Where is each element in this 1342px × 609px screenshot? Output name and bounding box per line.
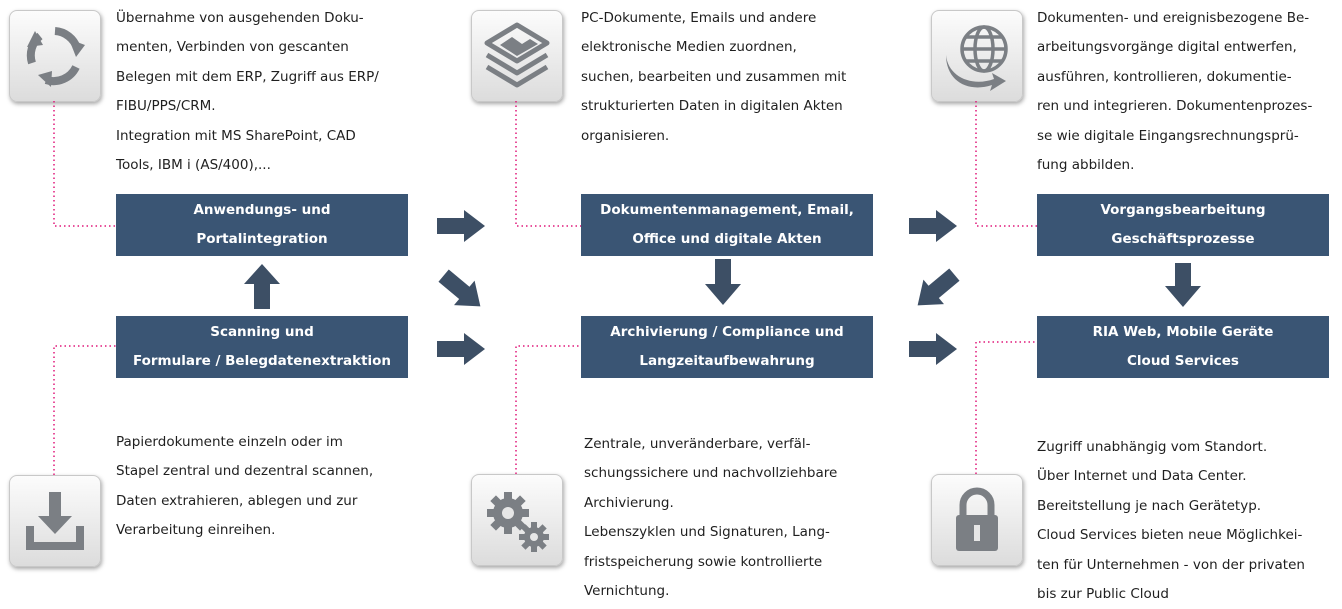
description-line: ten für Unternehmen - von der privaten [1037,556,1305,573]
description-line: schungssichere und nachvollziehbare [584,465,838,482]
node-label-line: Anwendungs- und [193,202,331,218]
description-line: elektronische Medien zuordnen, [581,39,797,56]
globe-arrow-icon [946,25,1008,91]
node-label-line: Langzeitaufbewahrung [639,353,815,369]
description-line: Verarbeitung einreihen. [116,522,276,539]
description-line: Lebenszyklen und Signaturen, Lang- [584,524,830,541]
icon-tile-workflow [931,10,1023,102]
node-label-line: RIA Web, Mobile Geräte [1092,324,1274,340]
padlock-icon [956,487,998,551]
recycle-arrows-icon [26,27,85,87]
description-line: Vernichtung. [584,583,670,600]
description-line: Tools, IBM i (AS/400),... [116,157,271,174]
arrow-right-scanning-to-archive [437,333,485,365]
arrow-right-dms-to-workflow [909,210,957,242]
node-scanning: Scanning und Formulare / Belegdatenextra… [116,316,408,378]
description-dms: PC-Dokumente, Emails und andere elektron… [581,4,881,151]
node-label-line: Formulare / Belegdatenextraktion [132,353,392,369]
description-line: Stapel zentral und dezentral scannen, [116,463,374,480]
description-line: Über Internet und Data Center. [1037,468,1247,485]
node-archiving: Archivierung / Compliance und Langzeitau… [581,316,873,378]
arrow-down-workflow-to-ria [1165,263,1201,307]
description-line: bis zur Public Cloud [1037,586,1169,603]
icon-tile-archive [471,474,563,566]
connector-archive [515,345,581,474]
arrow-diag-portal-to-archive [438,269,481,307]
description-line: Cloud Services bieten neue Möglichkei- [1037,527,1303,544]
description-line: Bereitstellung je nach Gerätetyp. [1037,497,1262,514]
arrow-right-portal-to-dms [437,210,485,242]
node-ria-cloud: RIA Web, Mobile Geräte Cloud Services [1037,316,1329,378]
node-workflow: Vorgangsbearbeitung Geschäftsprozesse [1037,194,1329,256]
description-line: fung abbilden. [1037,157,1135,174]
description-line: se wie digitale Eingangsrechnungsprü- [1037,127,1299,144]
description-line: Belegen mit dem ERP, Zugriff aus ERP/ [116,68,379,85]
node-label-line: Archivierung / Compliance und [610,324,844,340]
description-archive: Zentrale, unveränderbare, verfäl- schung… [584,430,884,606]
node-portal-integration: Anwendungs- und Portalintegration [116,194,408,256]
description-workflow: Dokumenten- und ereignisbezogene Be- arb… [1037,4,1337,180]
description-line: organisieren. [581,127,670,144]
description-line: Dokumenten- und ereignisbezogene Be- [1037,10,1310,26]
description-line: Archivierung. [584,494,674,511]
description-line: ren und integrieren. Dokumentenprozes- [1037,98,1313,115]
node-label-line: Geschäftsprozesse [1111,231,1255,247]
node-label-line: Vorgangsbearbeitung [1100,202,1266,218]
description-line: Übernahme von ausgehenden Doku- [116,10,364,26]
description-line: Zentrale, unveränderbare, verfäl- [584,436,811,452]
description-line: ausführen, kontrollieren, dokumentie- [1037,68,1292,85]
description-line: Zugriff unabhängig vom Standort. [1037,439,1268,455]
connector-portal [53,101,116,227]
layers-icon [484,22,550,88]
connector-ria [975,341,1037,474]
description-line: arbeitungsvorgänge digital entwerfen, [1037,39,1297,56]
description-line: fristspeicherung sowie kontrollierte [584,553,823,570]
icon-tile-dms [471,10,563,102]
icon-tile-scanning [9,475,101,567]
icon-tile-ria [931,474,1023,566]
icon-tile-portal [9,10,101,102]
description-line: FIBU/PPS/CRM. [116,98,216,115]
node-label-line: Portalintegration [196,231,328,247]
description-line: Papierdokumente einzeln oder im [116,434,343,450]
node-label-line: Cloud Services [1127,353,1239,369]
gears-icon [487,492,549,552]
arrow-down-dms-to-archive [705,259,741,305]
description-line: Daten extrahieren, ablegen und zur [116,492,358,509]
description-line: strukturierten Daten in digitalen Akten [581,98,843,115]
node-label-line: Office und digitale Akten [632,231,822,247]
download-tray-icon [26,492,84,550]
description-line: Integration mit MS SharePoint, CAD [116,127,356,144]
node-label-line: Dokumentenmanagement, Email, [600,202,854,218]
node-label-line: Scanning und [210,324,314,340]
description-line: menten, Verbinden von gescanten [116,39,349,56]
arrow-diag-workflow-to-archive [917,268,960,306]
arrow-right-archive-to-ria [909,333,957,365]
arrow-up-scanning-to-portal [244,264,280,309]
description-line: PC-Dokumente, Emails und andere [581,10,817,26]
connector-workflow [975,101,1037,227]
node-document-management: Dokumentenmanagement, Email, Office und … [581,194,873,256]
connector-dms [515,101,581,227]
connector-scanning [53,345,116,475]
description-scanning: Papierdokumente einzeln oder im Stapel z… [116,428,416,546]
description-line: suchen, bearbeiten und zusammen mit [581,68,847,85]
description-portal: Übernahme von ausgehenden Doku- menten, … [116,4,416,180]
description-ria: Zugriff unabhängig vom Standort. Über In… [1037,433,1337,609]
